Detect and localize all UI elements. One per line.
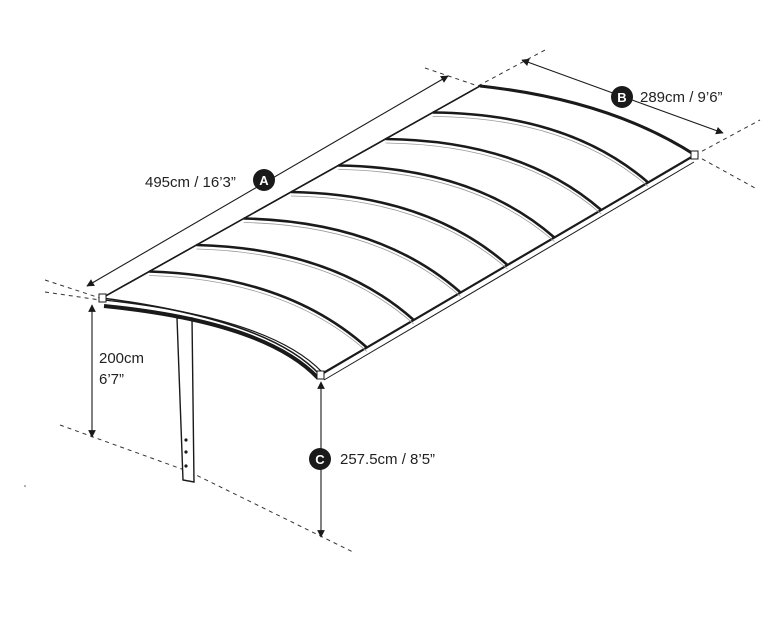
width-label: 289cm / 9’6” — [640, 89, 723, 106]
extension-line-rear-left — [424, 67, 479, 87]
roof-rib — [290, 190, 509, 266]
bolt-hole — [184, 450, 188, 454]
front-left-cap — [98, 293, 107, 303]
extension-line-right-side — [694, 154, 756, 189]
roof-rib — [149, 270, 368, 349]
front-beam-edge — [103, 299, 323, 373]
front-right-cap — [316, 370, 325, 380]
extension-line-ground-front — [59, 424, 191, 473]
extension-line-rear-corner — [477, 49, 546, 87]
badge-a-letter: A — [259, 173, 269, 188]
front-curved-beam — [103, 304, 320, 380]
roof-rib-shadow — [338, 169, 555, 242]
bolt-hole — [184, 464, 188, 468]
extension-line-ground-rear — [189, 471, 356, 554]
badge-b: B — [611, 86, 633, 108]
rear-height-label: 257.5cm / 8’5” — [340, 451, 435, 468]
roof-rib — [196, 243, 415, 321]
badge-a: A — [253, 169, 275, 191]
badge-b-letter: B — [617, 90, 626, 105]
length-label: 495cm / 16’3” — [145, 174, 236, 191]
roof-rib-shadow — [385, 142, 602, 215]
roof-rib-shadow — [432, 116, 649, 187]
bolt-hole — [184, 438, 188, 442]
roof-rib-shadow — [290, 195, 508, 270]
roof-rib — [243, 217, 462, 294]
roof-rib — [338, 164, 556, 239]
badge-c: C — [309, 448, 331, 470]
front-height-imperial-label: 6’7” — [99, 371, 124, 388]
roof-rib-shadow — [196, 248, 415, 325]
roof-rib — [432, 111, 649, 184]
extension-line-front-top — [44, 279, 101, 299]
roof-ribs — [149, 111, 649, 352]
support-post — [176, 317, 195, 483]
extension-line-right-top — [694, 119, 761, 156]
extension-line-front-top-2 — [44, 291, 101, 301]
roof-rib-shadow — [243, 222, 461, 297]
roof-rib — [385, 137, 603, 211]
front-height-metric-label: 200cm — [99, 350, 144, 367]
side-beam-edge — [323, 161, 695, 381]
badge-c-letter: C — [315, 452, 325, 467]
corner-caps — [98, 150, 699, 380]
rear-curved-edge — [479, 84, 696, 157]
rear-right-cap — [690, 150, 699, 160]
roof-rib-shadow — [149, 275, 368, 352]
extension-lines — [44, 49, 761, 554]
stray-dot — [24, 485, 26, 487]
